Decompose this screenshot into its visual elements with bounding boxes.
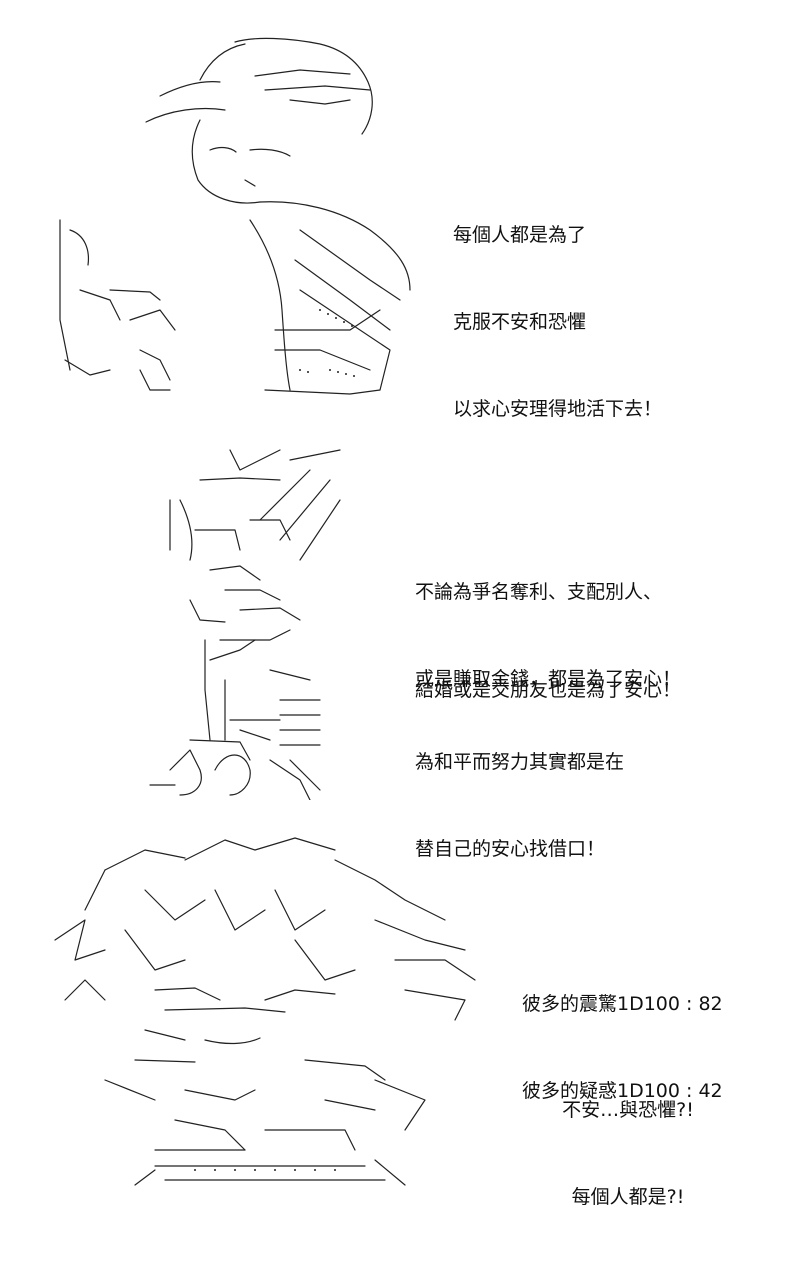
caption-line: 不安…與恐懼?! <box>562 1099 694 1121</box>
ascii-art-standing-figure <box>149 449 341 800</box>
caption-paragraph-1: 不論為爭名奪利、支配別人、 或是賺取金錢，都是為了安心！ <box>415 520 681 752</box>
caption-line: 為和平而努力其實都是在 <box>415 751 625 773</box>
ascii-art-character-with-child <box>59 37 411 395</box>
caption-line: 克服不安和恐懼 <box>453 311 587 333</box>
panel-2: 不論為爭名奪利、支配別人、 或是賺取金錢，都是為了安心！ 結婚或是交朋友也是為了… <box>0 410 800 860</box>
caption-line: 每個人都是?! <box>571 1186 685 1208</box>
caption-line: 每個人都是為了 <box>453 224 587 246</box>
caption-line: 或是賺取金錢，都是為了安心！ <box>415 668 682 690</box>
ascii-art-wild-haired-figure <box>54 837 476 1186</box>
caption-paragraph-2: 結婚或是交朋友也是為了安心！ <box>415 618 681 763</box>
caption-question: 不安…與恐懼?! 每個人都是?! <box>548 1038 708 1270</box>
caption-paragraph-3: 為和平而努力其實都是在 替自己的安心找借口！ <box>415 690 624 922</box>
panel-1: 每個人都是為了 克服不安和恐懼 以求心安理得地活下去！ <box>0 0 800 420</box>
caption-line: 以求心安理得地活下去！ <box>453 398 663 420</box>
caption-panel-1: 每個人都是為了 克服不安和恐懼 以求心安理得地活下去！ <box>453 163 662 482</box>
dice-line: 彼多的疑惑1D100 : 42 <box>522 1080 723 1102</box>
caption-line: 不論為爭名奪利、支配別人、 <box>415 581 663 603</box>
dice-line: 彼多的震驚1D100 : 82 <box>522 993 723 1015</box>
panel-3: 彼多的震驚1D100 : 82 彼多的疑惑1D100 : 42 不安…與恐懼?!… <box>0 810 800 1208</box>
caption-line: 結婚或是交朋友也是為了安心！ <box>415 679 682 701</box>
caption-line: 替自己的安心找借口！ <box>415 838 606 860</box>
dice-roll-results: 彼多的震驚1D100 : 82 彼多的疑惑1D100 : 42 <box>522 932 723 1164</box>
